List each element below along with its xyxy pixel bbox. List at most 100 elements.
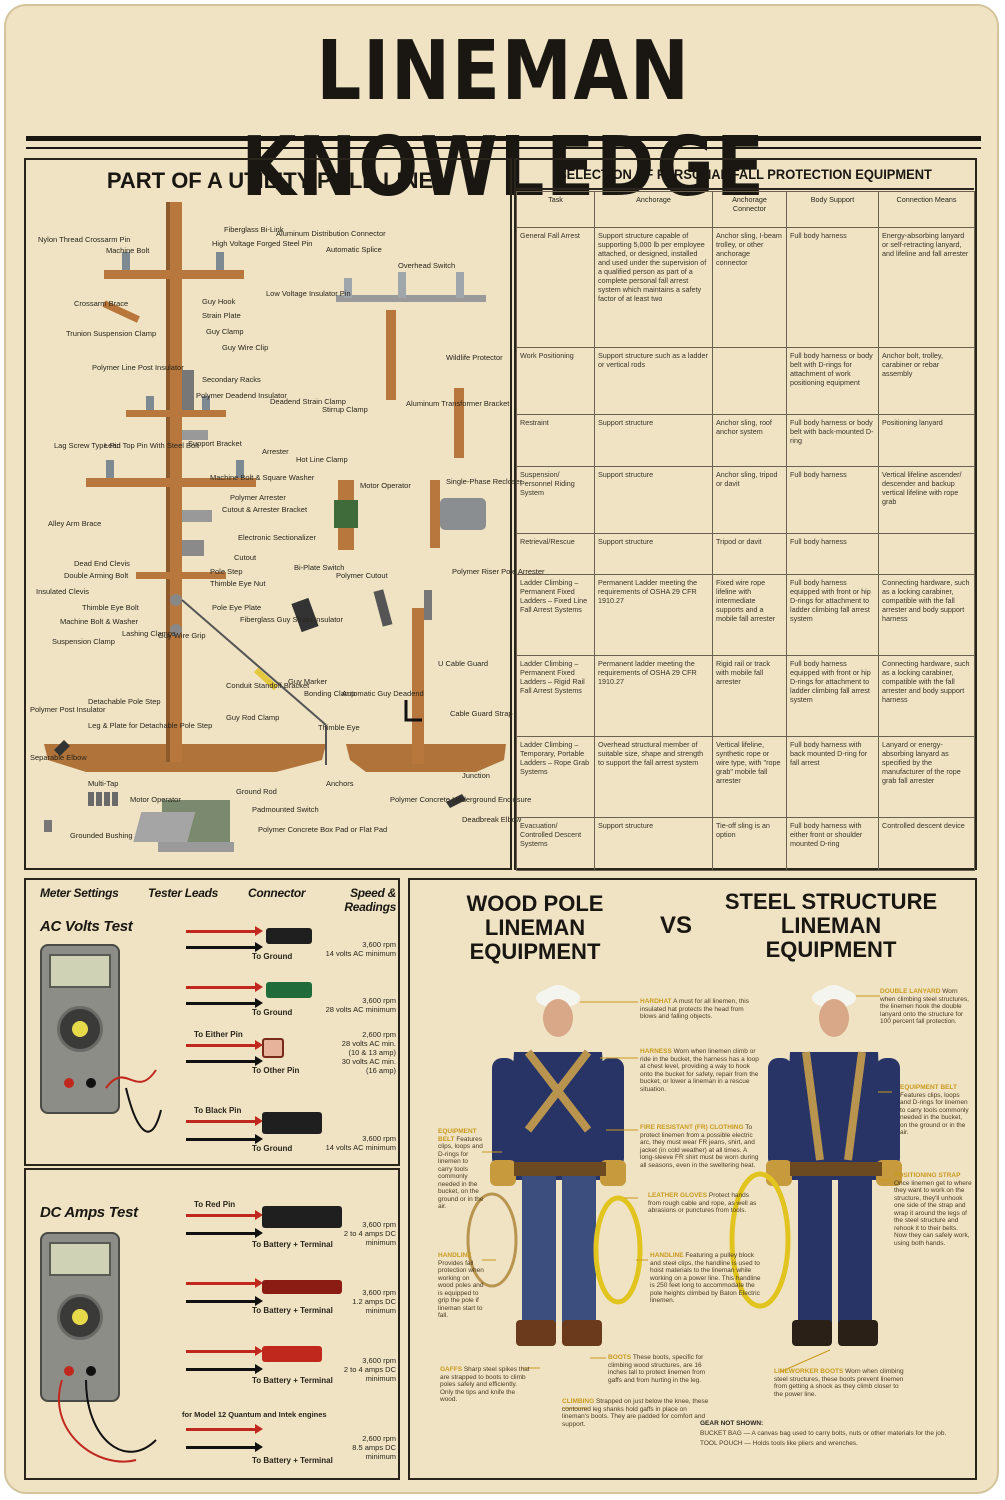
callout-name: DOUBLE LANYARD xyxy=(880,988,941,995)
callout-text: Features clips, loops and D-rings for li… xyxy=(900,1091,969,1137)
table-row: General Fall Arrest Support structure ca… xyxy=(516,227,975,348)
red-lead-arrow xyxy=(186,1278,263,1288)
table-cell: Permanent ladder meeting the requirement… xyxy=(594,654,713,738)
callout-gaffs: GAFFS Sharp steel spikes that are strapp… xyxy=(440,1366,530,1404)
pole-label: Guy Wire Grip xyxy=(158,631,206,640)
table-cell: Tripod or davit xyxy=(712,533,787,575)
table-cell: Ladder Climbing – Permanent Fixed Ladder… xyxy=(516,654,595,738)
callout-equipment-belt-left: EQUIPMENT BELT Features clips, loops and… xyxy=(438,1128,484,1211)
pole-label: Polymer Post Insulator xyxy=(30,705,106,714)
table-cell: Suspension/ Personnel Riding System xyxy=(516,466,595,535)
callout-boots: BOOTS These boots, specific for climbing… xyxy=(608,1354,718,1384)
table-cell: Overhead structural member of suitable s… xyxy=(594,736,713,819)
connector-plug xyxy=(262,1112,322,1134)
meter-screen xyxy=(49,954,111,988)
lead-label: To Battery + Terminal xyxy=(252,1376,333,1385)
table-cell: Permanent Ladder meeting the requirement… xyxy=(594,573,713,656)
pole-label: Dead End Clevis xyxy=(74,559,130,568)
col-header-anchorage-connector: Anchorage Connector xyxy=(712,191,787,228)
table-cell: Full body harness or body belt with back… xyxy=(786,413,879,468)
lead-label: To Ground xyxy=(252,1144,293,1153)
pole-label: Fiberglass Bi-Link xyxy=(224,225,284,234)
black-lead-arrow xyxy=(186,1134,263,1144)
pole-label: Support Bracket xyxy=(188,439,242,448)
crossarm-top xyxy=(104,270,244,279)
pole-label: Guy Rod Clamp xyxy=(226,713,280,722)
lead-label: To Ground xyxy=(252,952,293,961)
dc-note: for Model 12 Quantum and Intek engines xyxy=(182,1410,327,1419)
lead-label: To Other Pin xyxy=(252,1066,300,1075)
crossarm-bottom xyxy=(136,572,226,579)
pole-label: Lag Screw Type Pin xyxy=(54,441,121,450)
table-cell: Anchor sling, tripod or davit xyxy=(712,466,787,535)
pole-label: Grounded Bushing xyxy=(70,831,133,840)
callout-name: HARNESS xyxy=(640,1048,672,1055)
spec-reading: 3,600 rpm 2 to 4 amps DC minimum xyxy=(343,1220,396,1247)
pole-label: Pole Eye Plate xyxy=(212,603,262,612)
pole-label: Deadend Strain Clamp xyxy=(270,397,346,406)
callout-hardhat: HARDHAT A must for all linemen, this ins… xyxy=(640,998,762,1021)
sign-board: LINEMAN KNOWLEDGE PART OF A UTILITY POLE… xyxy=(4,4,999,1494)
spec-reading: 3,600 rpm 14 volts AC minimum xyxy=(325,1134,396,1152)
black-lead-arrow xyxy=(186,942,263,952)
dc-amps-title: DC Amps Test xyxy=(40,1204,138,1221)
pole-label: Detachable Pole Step xyxy=(88,697,161,706)
meter-dial-knob xyxy=(72,1021,88,1037)
utility-pole-panel: PART OF A UTILITY POLE LINE xyxy=(24,158,545,870)
callout-name: EQUIPMENT BELT xyxy=(900,1084,957,1091)
table-row: Evacuation/ Controlled Descent Systems S… xyxy=(516,817,975,871)
pole-label: Secondary Racks xyxy=(202,375,261,384)
connector-plug xyxy=(262,1038,284,1058)
pole-label: Stirrup Clamp xyxy=(322,405,368,414)
red-lead-arrow xyxy=(186,1424,263,1434)
callout-text: Once linemen get to where they want to w… xyxy=(894,1179,972,1247)
black-lead-arrow xyxy=(186,1442,263,1452)
spec-reading: 3,600 rpm 14 volts AC minimum xyxy=(325,940,396,958)
table-cell: General Fall Arrest xyxy=(516,227,595,348)
pole-label: Motor Operator xyxy=(360,481,411,490)
table-cell: Restraint xyxy=(516,413,595,468)
col-tester-leads: Tester Leads xyxy=(148,886,218,900)
lead-label: To Battery + Terminal xyxy=(252,1240,333,1249)
table-cell: Support structure capable of supporting … xyxy=(594,227,713,348)
pole-label: Machine Bolt & Washer xyxy=(60,617,139,626)
lead-label: To Black Pin xyxy=(194,1106,242,1115)
table-row: Retrieval/Rescue Support structure Tripo… xyxy=(516,533,975,575)
lead-label: To Ground xyxy=(252,1008,293,1017)
pole-label: Padmounted Switch xyxy=(252,805,319,814)
connector-plug xyxy=(266,982,312,998)
dc-amps-panel: DC Amps Test To Red Pin To Battery + Ter… xyxy=(24,1168,400,1480)
callout-text: To protect linemen from a possible elect… xyxy=(640,1124,759,1169)
pole-label: Machine Bolt & Square Washer xyxy=(210,473,315,482)
pole-label: Polymer Cutout xyxy=(336,571,388,580)
pole-label: Insulated Clevis xyxy=(36,587,89,596)
pole-diagram xyxy=(44,202,506,852)
callout-positioning-strap: POSITIONING STRAP Once linemen get to wh… xyxy=(894,1172,972,1247)
spec-reading: 2,600 rpm 8.5 amps DC minimum xyxy=(352,1434,396,1461)
callout-climbing: CLIMBING Strapped on just below the knee… xyxy=(562,1398,712,1428)
pole-label: Lead Top Pin With Steel Bolt xyxy=(104,441,199,450)
equipment-panel: WOOD POLE LINEMAN EQUIPMENT VS STEEL STR… xyxy=(408,878,977,1480)
table-cell: Full body harness with either front or s… xyxy=(786,817,879,871)
col-header-task: Task xyxy=(516,191,595,228)
pole-label: Thimble Eye xyxy=(318,723,360,732)
table-cell xyxy=(712,346,787,415)
callout-text: A must for all linemen, this insulated h… xyxy=(640,998,749,1020)
black-lead-arrow xyxy=(186,1364,263,1374)
dc-lead-wires xyxy=(58,1379,157,1463)
table-cell: Anchor bolt, trolley, carabiner or rebar… xyxy=(878,346,975,415)
col-header-body-support: Body Support xyxy=(786,191,879,228)
wood-pole-title-line: WOOD POLE xyxy=(466,891,604,916)
callout-handline-left: HANDLINE Provides fall protection when w… xyxy=(438,1252,484,1320)
table-cell: Full body harness equipped with front or… xyxy=(786,573,879,656)
callout-fr-clothing: FIRE RESISTANT (FR) CLOTHING To protect … xyxy=(640,1124,762,1169)
pole-label: Junction xyxy=(462,771,490,780)
table-cell xyxy=(878,533,975,575)
pole-label: Multi-Tap xyxy=(88,779,119,788)
callout-equipment-belt-right: EQUIPMENT BELT Features clips, loops and… xyxy=(900,1084,970,1137)
table-cell: Fixed wire rope lifeline with intermedia… xyxy=(712,573,787,656)
pole-label: Strain Plate xyxy=(202,311,241,320)
black-lead-arrow xyxy=(186,998,263,1008)
pole-label: Automatic Guy Deadend xyxy=(342,689,424,698)
pole-label: Polymer Arrester xyxy=(230,493,286,502)
